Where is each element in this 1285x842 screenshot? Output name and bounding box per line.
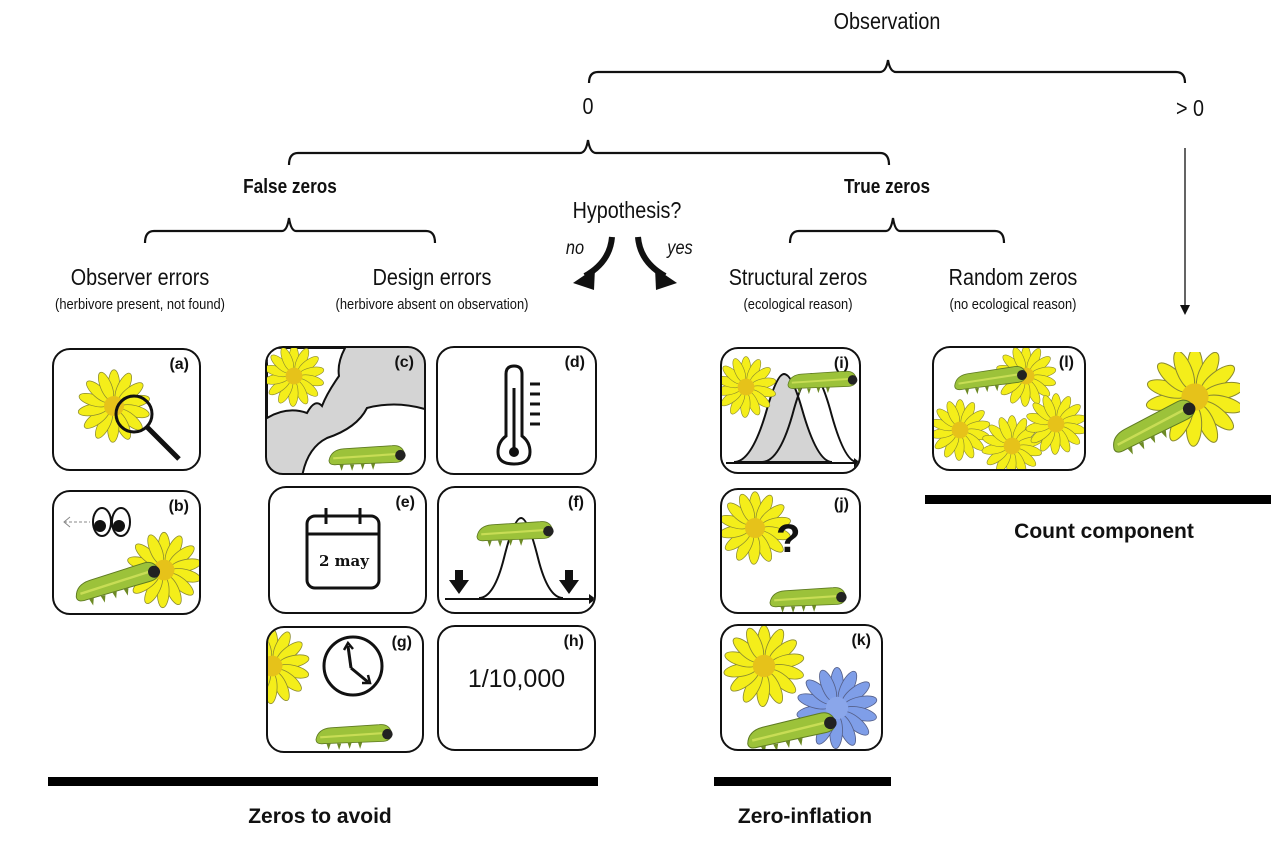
panel-label: (k) xyxy=(851,632,871,649)
down-arrow-icon xyxy=(559,570,579,594)
sample-ratio: 1/10,000 xyxy=(467,665,566,693)
false-zeros-title: False zeros xyxy=(243,176,337,198)
panel-label: (e) xyxy=(395,494,415,511)
panel-label: (g) xyxy=(391,634,412,651)
bracket-zero xyxy=(287,139,891,166)
panel-h: 1/10,000 (h) xyxy=(437,625,596,751)
count-illustration xyxy=(1105,352,1240,462)
branch-zero-label: 0 xyxy=(582,93,594,119)
bracket-false-zeros xyxy=(143,217,437,244)
caterpillar-icon xyxy=(768,586,848,612)
hypothesis-question: Hypothesis? xyxy=(572,197,682,223)
hypothesis-no: no xyxy=(565,238,585,259)
observer-errors-subtitle: (herbivore present, not found) xyxy=(55,296,225,313)
observer-errors-title: Observer errors xyxy=(70,264,210,290)
arrowhead-yes xyxy=(655,268,677,290)
flower-icon xyxy=(268,628,311,705)
divider-zero-inflation xyxy=(714,777,891,786)
panel-label: (i) xyxy=(833,355,849,372)
branch-positive-label: > 0 xyxy=(1175,95,1205,121)
hypothesis-yes: yes xyxy=(667,238,693,259)
panel-f: (f) xyxy=(437,486,596,614)
footer-zeros-to-avoid: Zeros to avoid xyxy=(248,805,392,828)
panel-a: (a) xyxy=(52,348,201,471)
panel-label: (f) xyxy=(568,494,584,511)
panel-label: (c) xyxy=(394,354,414,371)
flower-icon xyxy=(722,626,806,708)
calendar-icon xyxy=(305,508,381,590)
panel-k: (k) xyxy=(720,624,883,751)
distribution-host xyxy=(733,372,833,463)
phenology-curve xyxy=(478,516,564,599)
panel-b: (b) xyxy=(52,490,201,615)
footer-count-component: Count component xyxy=(1014,520,1194,543)
divider-count-component xyxy=(925,495,1271,504)
panel-i: (i) xyxy=(720,347,861,474)
structural-zeros-title: Structural zeros xyxy=(728,264,868,290)
random-zeros-subtitle: (no ecological reason) xyxy=(949,296,1077,313)
down-arrow-icon xyxy=(449,570,469,594)
panel-d: (d) xyxy=(436,346,597,475)
clock-icon xyxy=(322,635,384,697)
footer-zero-inflation: Zero-inflation xyxy=(737,805,873,828)
eyes-icon xyxy=(63,507,131,537)
arrowhead-no xyxy=(573,268,595,290)
caterpillar-icon xyxy=(475,520,555,548)
panel-label: (j) xyxy=(833,496,849,513)
panel-label: (a) xyxy=(169,356,189,373)
arrowhead-positive xyxy=(1180,305,1190,315)
calendar-date: 2 may xyxy=(319,552,369,570)
true-zeros-title: True zeros xyxy=(843,176,931,198)
panel-e: 2 may (e) xyxy=(268,486,427,614)
arrow-no xyxy=(583,236,615,279)
divider-zeros-to-avoid xyxy=(48,777,598,786)
random-zeros-title: Random zeros xyxy=(948,264,1078,290)
panel-j: ? (j) xyxy=(720,488,861,614)
magnifier-icon xyxy=(114,394,181,461)
design-errors-title: Design errors xyxy=(372,264,492,290)
design-errors-subtitle: (herbivore absent on observation) xyxy=(335,296,529,313)
panel-label: (h) xyxy=(563,633,584,650)
panel-label: (d) xyxy=(564,354,585,371)
bracket-observation xyxy=(587,59,1187,84)
arrow-yes xyxy=(635,236,667,279)
root-label: Observation xyxy=(833,8,941,34)
panel-label: (l) xyxy=(1058,354,1074,371)
panel-c: (c) xyxy=(265,346,426,475)
panel-label: (b) xyxy=(168,498,189,515)
question-mark-icon: ? xyxy=(776,517,800,561)
panel-l: (l) xyxy=(932,346,1086,471)
panel-g: (g) xyxy=(266,626,424,753)
thermometer-icon xyxy=(496,364,540,466)
caterpillar-icon xyxy=(743,709,842,749)
structural-zeros-subtitle: (ecological reason) xyxy=(743,296,853,313)
caterpillar-icon xyxy=(314,723,394,751)
bracket-true-zeros xyxy=(788,217,1006,244)
caterpillar-icon xyxy=(787,370,859,396)
